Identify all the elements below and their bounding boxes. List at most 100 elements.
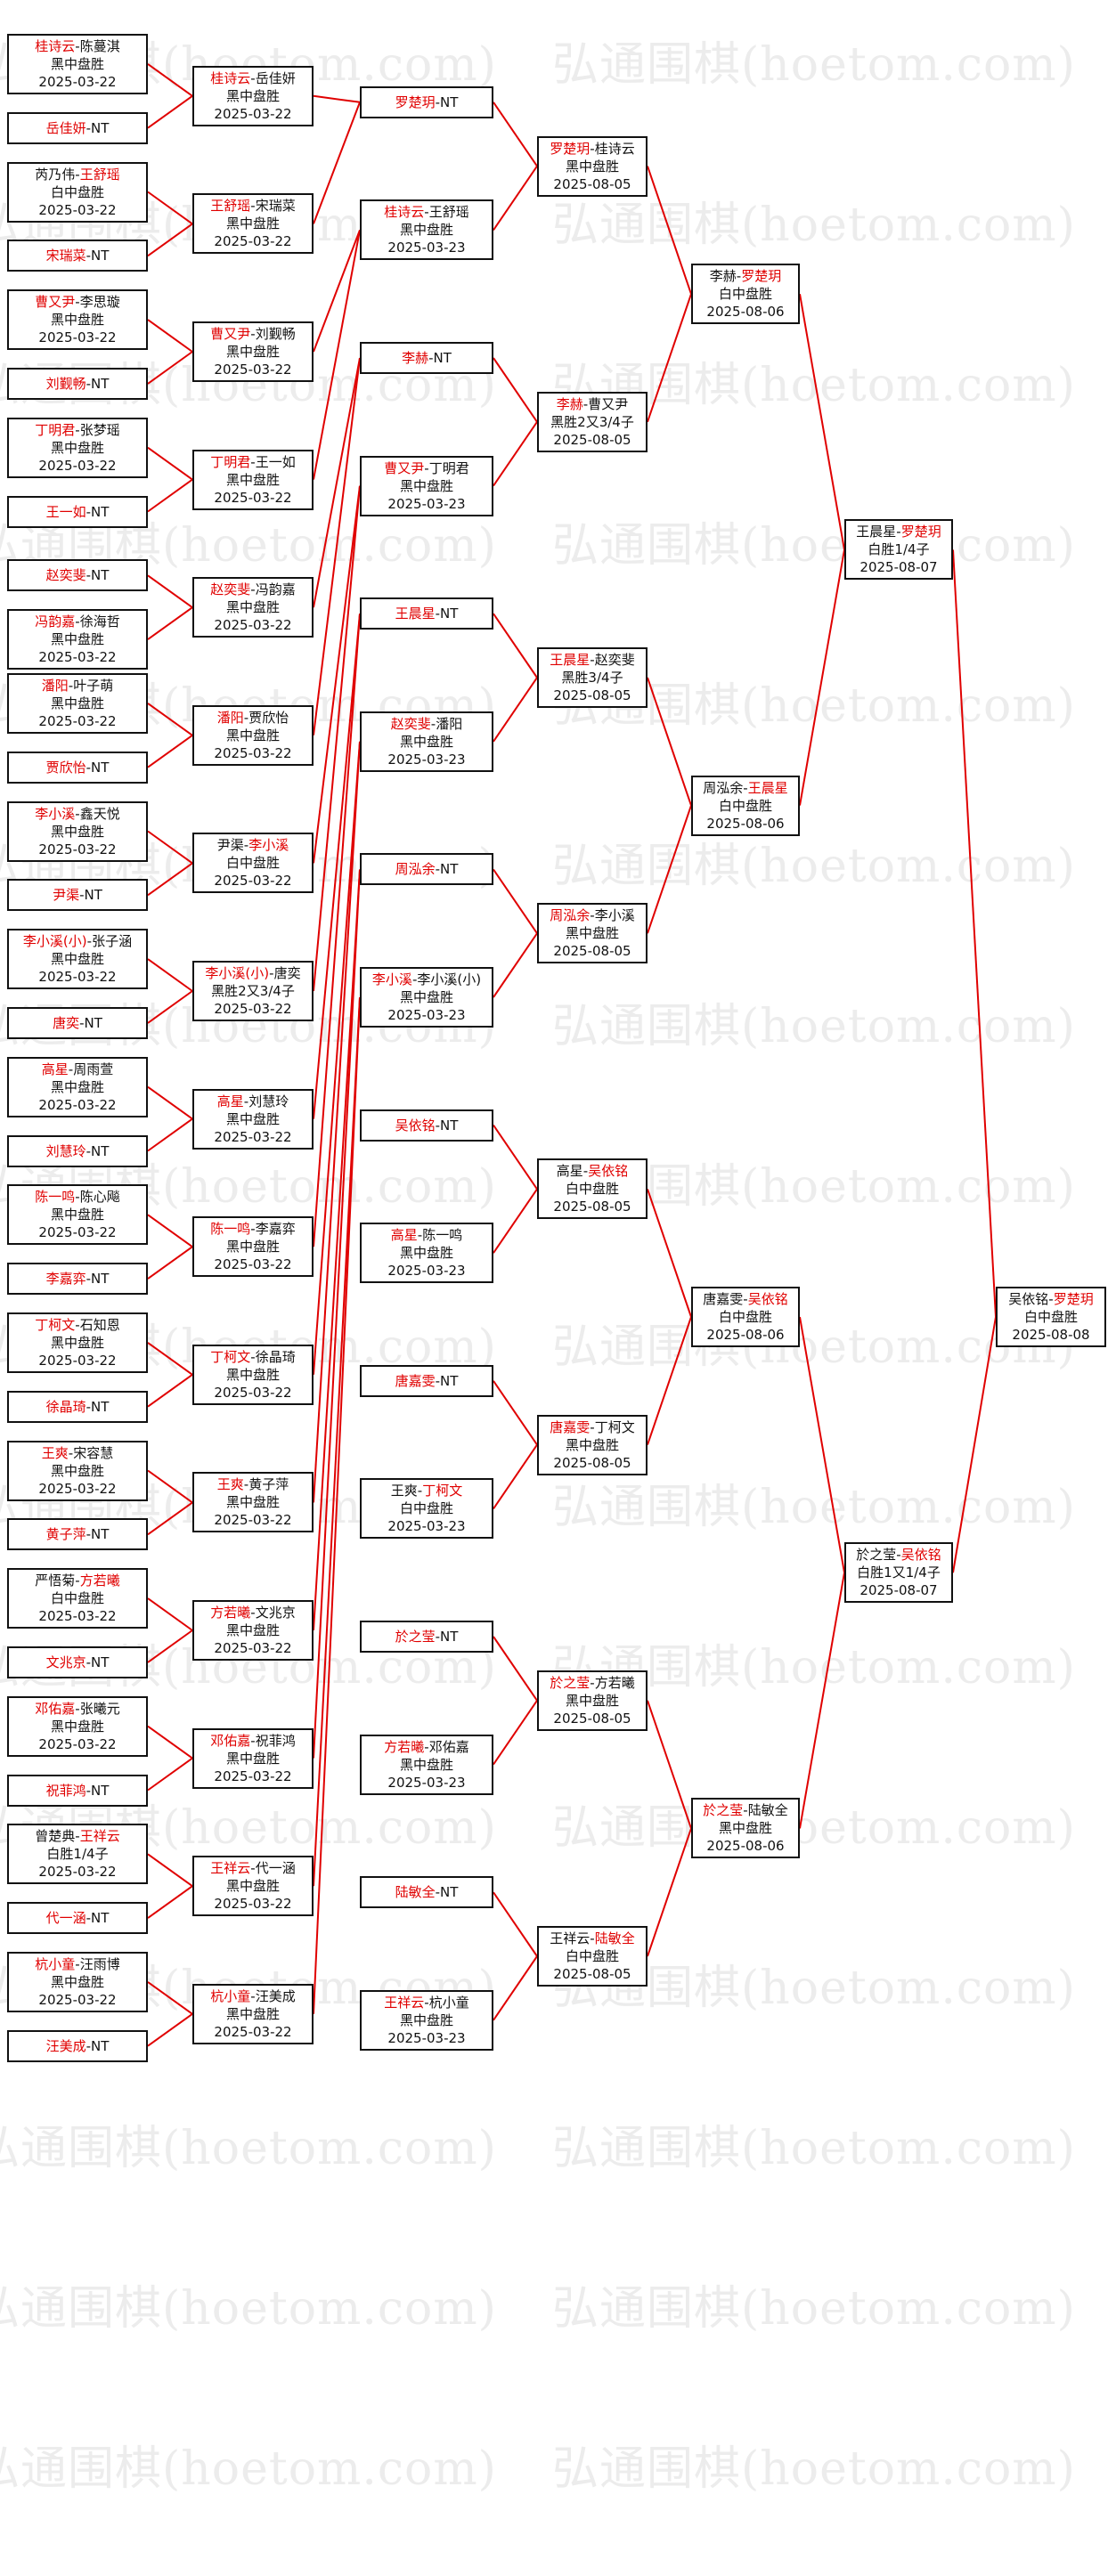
match-box-r1-28[interactable]: 祝菲鸿-NT — [7, 1774, 148, 1807]
match-box-r3-11[interactable]: 唐嘉雯-NT — [360, 1364, 493, 1397]
match-box-r3-3[interactable]: 李赫-NT — [360, 342, 493, 374]
match-box-r1-16[interactable]: 唐奕-NT — [7, 1006, 148, 1039]
black-player-name: 唐嘉雯 — [395, 1372, 436, 1389]
match-result: 黑中盘胜 — [225, 1878, 280, 1895]
bracket-connector — [147, 990, 193, 1024]
match-box-r3-9[interactable]: 吴依铭-NT — [360, 1109, 493, 1142]
match-result: 黑中盘胜 — [399, 733, 453, 750]
match-box-r3-7[interactable]: 周泓余-NT — [360, 853, 493, 886]
match-box-r1-2[interactable]: 岳佳妍-NT — [7, 111, 148, 144]
match-box-r1-12[interactable]: 贾欣怡-NT — [7, 751, 148, 784]
player-separator: - — [435, 93, 441, 110]
match-box-r1-6[interactable]: 刘觐畅-NT — [7, 367, 148, 400]
player-separator: - — [435, 861, 441, 878]
match-box-r1-30[interactable]: 代一涵-NT — [7, 1902, 148, 1935]
match-box-r1-4[interactable]: 宋瑞菜-NT — [7, 240, 148, 272]
match-box-r1-32[interactable]: 汪美成-NT — [7, 2029, 148, 2062]
match-date: 2025-03-22 — [214, 1640, 292, 1656]
match-players: 曹又尹-李思璇 — [35, 293, 119, 311]
match-box-r3-5[interactable]: 王晨星-NT — [360, 597, 493, 630]
black-player-name: 徐晶琦 — [45, 1398, 86, 1415]
match-box-r1-22[interactable]: 徐晶琦-NT — [7, 1390, 148, 1423]
match-box-r3-13[interactable]: 於之莹-NT — [360, 1621, 493, 1653]
match-box-r1-8[interactable]: 王一如-NT — [7, 495, 148, 528]
match-result: 黑中盘胜 — [50, 695, 104, 711]
match-box-r1-26[interactable]: 文兆京-NT — [7, 1646, 148, 1678]
match-players: 罗楚玥-桂诗云 — [550, 140, 634, 158]
match-result: 白中盘胜 — [1023, 1309, 1078, 1325]
match-box-r1-20[interactable]: 李嘉弈-NT — [7, 1263, 148, 1296]
match-box-r3-15[interactable]: 陆敏全-NT — [360, 1876, 493, 1909]
black-player-name: 於之莹 — [856, 1547, 897, 1564]
black-player-name: 潘阳 — [216, 709, 244, 726]
player-separator: - — [435, 1884, 441, 1901]
match-players: 唐奕-NT — [53, 1014, 102, 1032]
black-player-name: 高星 — [41, 1060, 69, 1077]
match-box-r3-1[interactable]: 罗楚玥-NT — [360, 85, 493, 118]
match-box-r1-18[interactable]: 刘慧玲-NT — [7, 1134, 148, 1167]
match-box-r1-14[interactable]: 尹渠-NT — [7, 879, 148, 912]
black-player-name: 高星 — [556, 1163, 583, 1180]
bracket-connector — [147, 830, 193, 865]
bracket-connector — [647, 805, 692, 934]
match-box-r1-9[interactable]: 赵奕斐-NT — [7, 559, 148, 592]
match-players: 芮乃伟-王舒瑶 — [35, 166, 119, 183]
match-box-r1-24[interactable]: 黄子萍-NT — [7, 1518, 148, 1551]
